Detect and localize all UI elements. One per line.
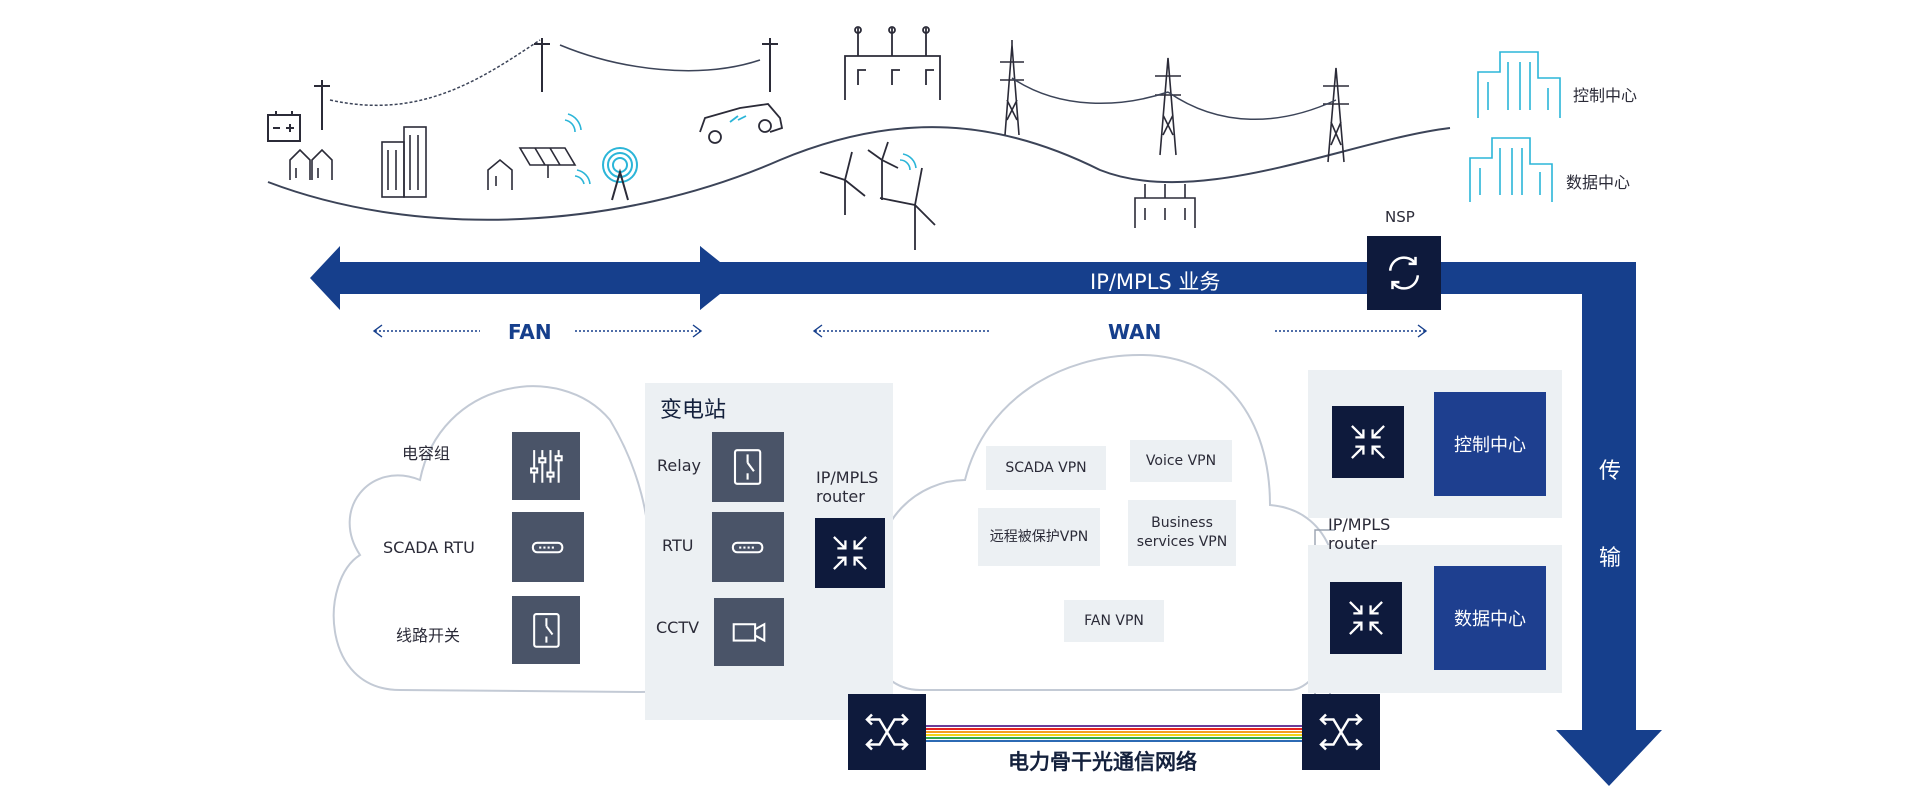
router-label-line: IP/MPLS [816, 468, 879, 487]
wind-turbine-icon [819, 141, 936, 250]
fan-item-label: 线路开关 [396, 626, 461, 645]
switch-icon [512, 596, 580, 664]
distribution-power-line [329, 39, 541, 107]
relay-icon [712, 432, 784, 502]
fan-item-label: SCADA RTU [383, 538, 475, 557]
battery-icon [267, 111, 301, 142]
ip-mpls-service-arrow [310, 246, 1590, 310]
optical-switch-icon [848, 694, 926, 770]
fiber-backbone-link [926, 725, 1302, 742]
substation-icon [844, 26, 941, 100]
nsp-label: NSP [1385, 208, 1415, 226]
antenna-tower-icon [602, 147, 638, 201]
substation-item-label: RTU [662, 536, 694, 555]
substation-item-label: CCTV [656, 618, 700, 637]
building-icon [381, 126, 427, 198]
vpn-box: FAN VPN [1064, 600, 1164, 642]
vpn-box: Business services VPN [1128, 500, 1236, 566]
transmission-line [1011, 77, 1169, 104]
house-icon [289, 148, 513, 190]
router-icon [1330, 582, 1402, 654]
utility-pole-icon [314, 38, 778, 130]
ip-mpls-service-label: IP/MPLS 业务 [1090, 270, 1221, 294]
control-center-label: 控制中心 [1573, 86, 1638, 105]
transmission-tower-icon [1000, 40, 1349, 163]
right-router-label: IP/MPLS router [1328, 515, 1390, 553]
camera-icon [714, 598, 784, 666]
sliders-icon [512, 432, 580, 500]
wireless-signal-icon [564, 113, 591, 185]
optical-switch-icon [1302, 694, 1380, 770]
vpn-box: SCADA VPN [986, 446, 1106, 490]
wan-span-arrow [812, 324, 1428, 338]
backbone-label: 电力骨干光通信网络 [1008, 750, 1197, 774]
router-label-line: IP/MPLS [1328, 515, 1391, 534]
vpn-box: 远程被保护VPN [978, 508, 1100, 566]
fan-label: FAN [508, 320, 552, 344]
nsp-sync-icon [1367, 236, 1441, 310]
transport-label-2: 输 [1599, 546, 1622, 571]
fan-span-arrow [372, 324, 703, 338]
substation-title: 变电站 [660, 398, 727, 423]
electric-car-icon [699, 103, 784, 144]
substation-item-label: Relay [657, 456, 701, 475]
rtu-device-icon [512, 512, 584, 582]
transport-arrow [1556, 262, 1662, 786]
wireless-signal-icon [899, 153, 917, 171]
terrain-line [267, 126, 1451, 221]
router-label-line: router [816, 487, 865, 507]
data-center-building-icon [1469, 137, 1553, 202]
control-center-building-icon [1477, 51, 1561, 118]
control-center-box: 控制中心 [1434, 392, 1546, 496]
router-icon [815, 518, 885, 588]
fan-item-label: 电容组 [402, 444, 451, 463]
data-center-label: 数据中心 [1566, 173, 1631, 192]
substation-router-label: IP/MPLS router [816, 468, 878, 506]
wan-label: WAN [1108, 320, 1162, 344]
solar-panel-icon [518, 147, 577, 178]
rtu-device-icon [712, 512, 784, 582]
vpn-box: Voice VPN [1130, 440, 1232, 482]
transport-label-1: 传 [1599, 459, 1622, 484]
data-center-box: 数据中心 [1434, 566, 1546, 670]
substation-icon [1134, 184, 1196, 228]
router-label-line: router [1328, 534, 1377, 554]
router-icon [1332, 406, 1404, 478]
